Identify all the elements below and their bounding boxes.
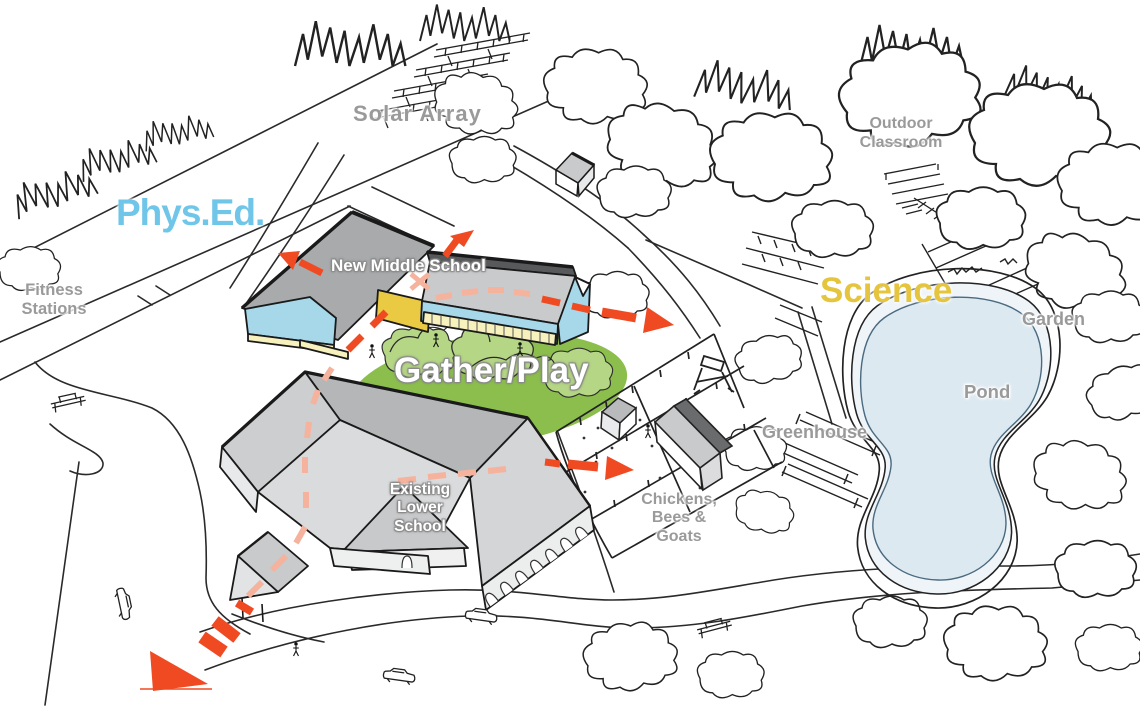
orange-arrows	[140, 230, 674, 691]
label-new-middle-school: New Middle School	[331, 256, 486, 275]
faded-path-dashes	[245, 272, 531, 599]
circulation-arrows	[140, 230, 674, 691]
label-phys-ed: Phys.Ed.	[116, 192, 265, 233]
chicken-hut	[600, 397, 638, 442]
label-solar-array: Solar Array	[353, 101, 482, 126]
label-greenhouse: Greenhouse	[762, 422, 868, 442]
fitness-bench	[49, 391, 88, 414]
animal-shed	[653, 397, 734, 492]
label-fitness-stations: Fitness Stations	[21, 281, 87, 319]
label-outdoor-classroom: Outdoor Classroom	[859, 115, 943, 151]
car	[463, 606, 499, 626]
label-garden: Garden	[1022, 309, 1086, 329]
label-science: Science	[820, 271, 953, 310]
label-existing-lower-school: Existing Lower School	[389, 481, 451, 535]
shed	[554, 151, 596, 198]
car	[112, 586, 135, 622]
label-gather-play: Gather/Play	[394, 351, 589, 390]
road-network	[0, 43, 1140, 706]
label-chickens-bees-goats: Chickens, Bees & Goats	[641, 491, 717, 545]
existing-lower-school-building	[219, 370, 595, 623]
animal-pens	[555, 333, 783, 559]
beehive-stand	[693, 354, 735, 395]
label-pond: Pond	[964, 381, 1011, 402]
car	[381, 666, 417, 686]
outdoor-classroom-benches	[883, 163, 949, 220]
